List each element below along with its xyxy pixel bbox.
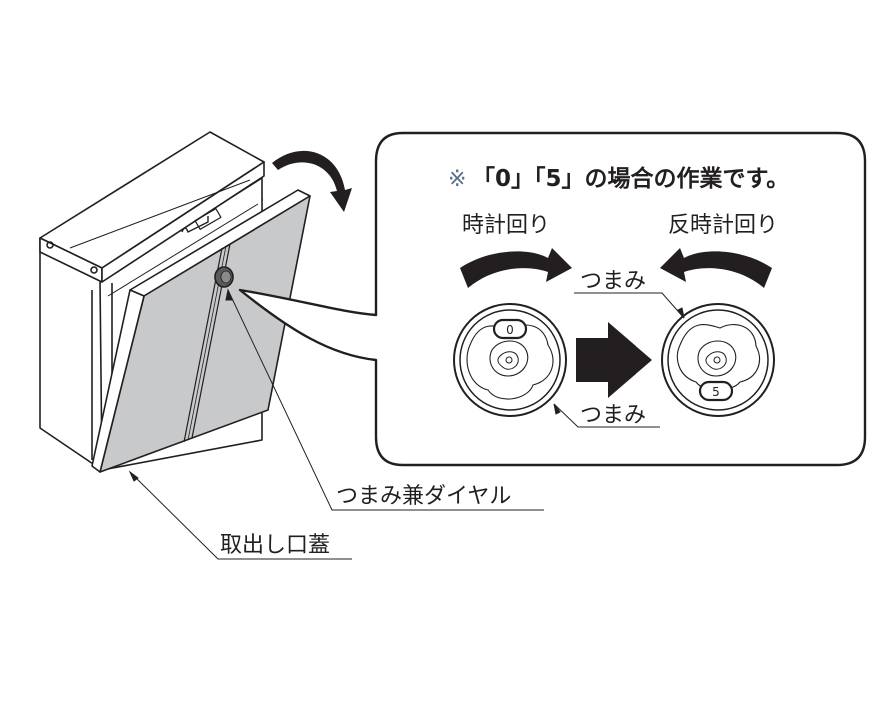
dial-left-value: 0 xyxy=(506,323,514,337)
counterclockwise-label: 反時計回り xyxy=(668,213,778,238)
outlet-lid xyxy=(91,189,311,473)
knob-label-top: つまみ xyxy=(580,269,646,294)
lid-rotation-arrow-icon xyxy=(272,150,352,212)
dial-left xyxy=(453,303,567,417)
transition-arrow-icon xyxy=(576,322,652,398)
clockwise-label: 時計回り xyxy=(462,213,550,238)
leader-lines xyxy=(128,288,685,560)
outlet-lid-label: 取出し口蓋 xyxy=(220,533,330,558)
counterclockwise-arrow-icon xyxy=(660,248,772,288)
dial-left-window xyxy=(492,318,528,340)
note-text: 「0」「5」の場合の作業です。 xyxy=(472,165,789,192)
dial-right-window xyxy=(698,380,734,402)
dial-right xyxy=(661,303,775,417)
knob-dial-label: つまみ兼ダイヤル xyxy=(336,484,511,509)
clockwise-arrow-icon xyxy=(460,248,572,288)
knob-label-bottom: つまみ xyxy=(580,403,646,428)
note-mark: ※ xyxy=(448,167,466,192)
dial-right-value: 5 xyxy=(712,385,720,399)
